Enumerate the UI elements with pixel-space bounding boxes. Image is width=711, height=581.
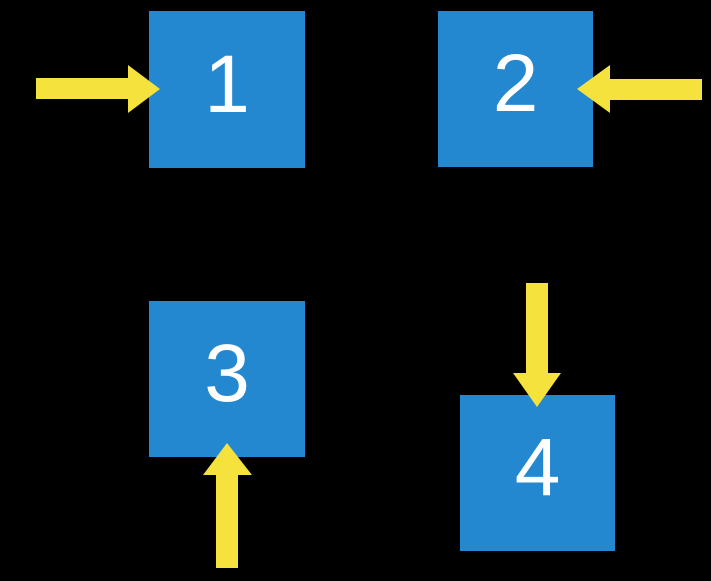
box-2-label: 2 bbox=[492, 38, 539, 129]
box-3-label: 3 bbox=[204, 328, 250, 419]
box-2: 2 bbox=[438, 11, 593, 167]
box-1-label: 1 bbox=[204, 38, 250, 130]
box-4-label: 4 bbox=[514, 422, 561, 513]
box-1: 1 bbox=[149, 11, 305, 168]
arrow-up-icon bbox=[203, 443, 252, 568]
arrow-right-icon bbox=[36, 65, 160, 113]
arrow-left-icon bbox=[577, 65, 702, 113]
box-4: 4 bbox=[460, 395, 615, 551]
box-3: 3 bbox=[149, 301, 305, 457]
arrow-down-icon bbox=[513, 283, 561, 407]
